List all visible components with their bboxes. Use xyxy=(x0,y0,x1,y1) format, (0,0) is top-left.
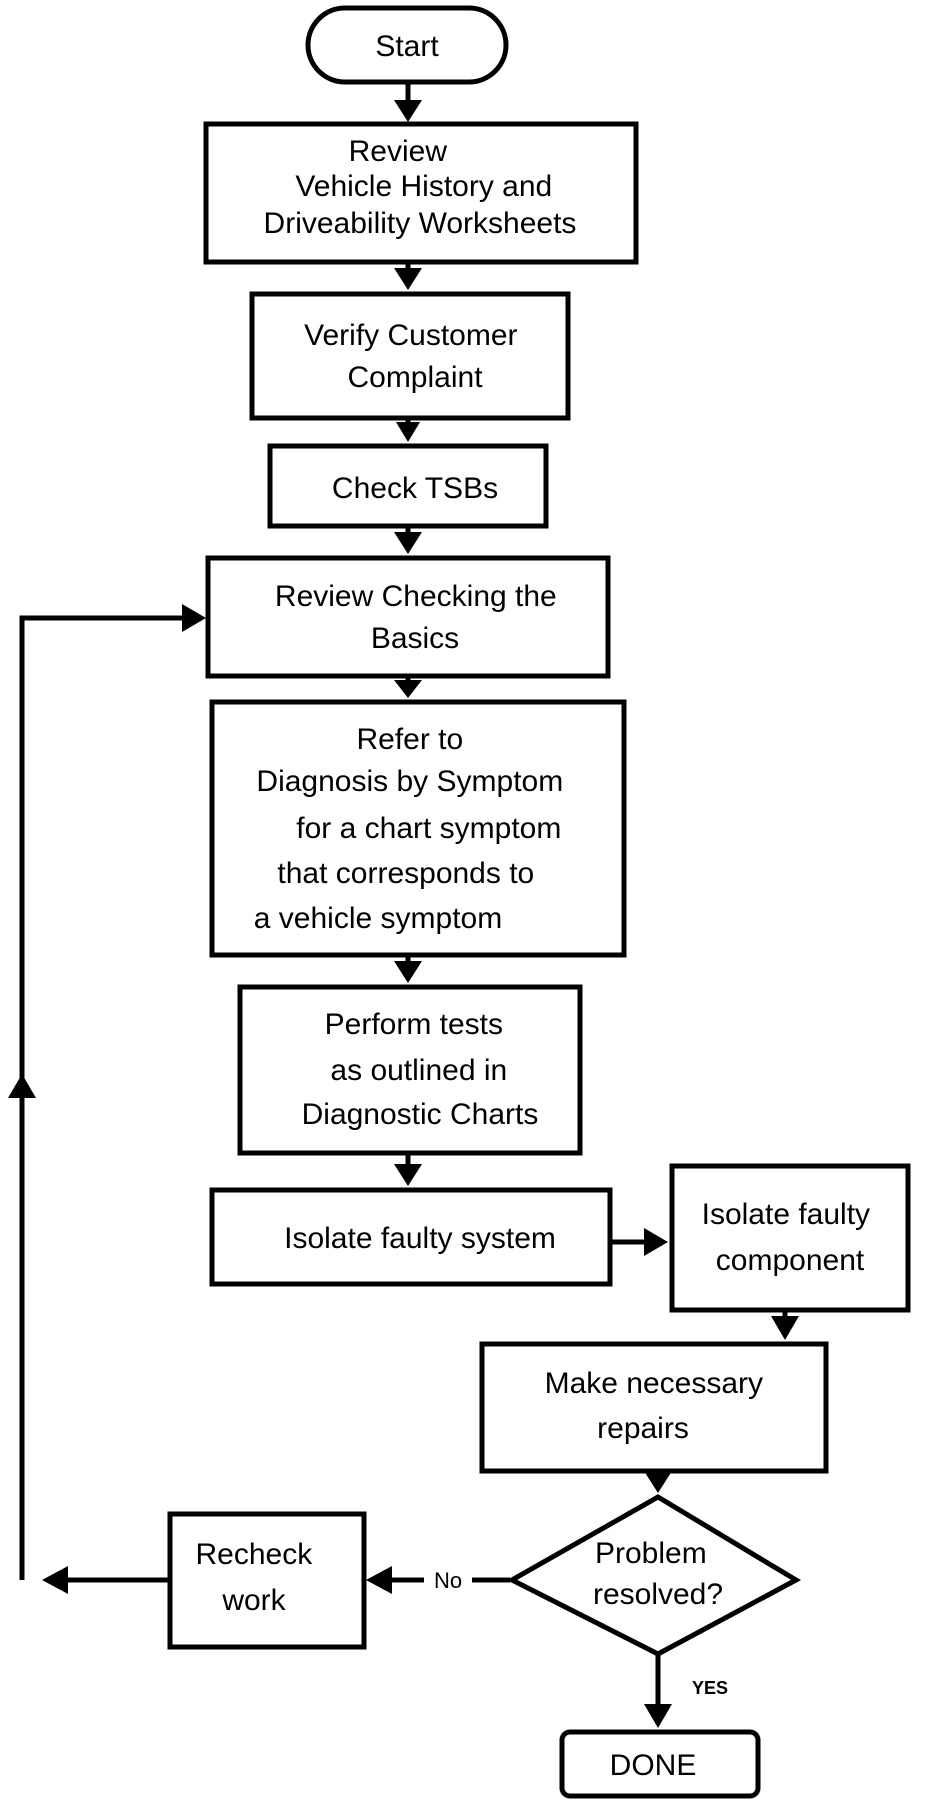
svg-text:Check TSBs: Check TSBs xyxy=(332,472,498,505)
node-text-line: Perform tests xyxy=(325,1008,503,1041)
node-text-line: component xyxy=(716,1244,865,1277)
process-box xyxy=(249,291,571,421)
node-recheck-work: Recheck work xyxy=(167,1511,367,1650)
node-text-line: Start xyxy=(375,30,439,63)
node-start: Start xyxy=(305,5,509,85)
arrowhead-down-icon xyxy=(644,1704,672,1728)
process-box xyxy=(267,443,549,529)
svg-text:Start: Start xyxy=(375,30,439,63)
arrowhead-right-icon xyxy=(182,604,206,632)
arrowhead-down-icon xyxy=(394,961,422,983)
node-text-line: Recheck xyxy=(195,1538,313,1571)
arrowheads xyxy=(8,100,799,1728)
node-text-line: Diagnosis by Symptom xyxy=(256,765,563,798)
arrowhead-left-icon xyxy=(366,1566,392,1594)
arrowhead-down-icon xyxy=(396,422,420,442)
node-verify-complaint: Verify Customer Complaint xyxy=(249,291,571,421)
svg-text:Make necessary repairs: Make necessary repairs xyxy=(545,1367,772,1445)
node-make-repairs: Make necessary repairs xyxy=(479,1341,829,1474)
node-text-line: Problem xyxy=(595,1537,707,1570)
arrowhead-down-icon xyxy=(771,1316,799,1340)
arrowhead-right-icon xyxy=(644,1228,668,1256)
arrowhead-down-icon xyxy=(394,1164,422,1186)
arrowhead-down-icon xyxy=(394,680,422,698)
node-text-line: Verify Customer xyxy=(304,319,517,352)
svg-text:Problem resolved?: Problem resolved? xyxy=(593,1537,723,1611)
node-text-line: as outlined in xyxy=(330,1054,507,1087)
node-text-line: DONE xyxy=(610,1749,697,1782)
node-text-line: Isolate faulty system xyxy=(284,1222,556,1255)
arrowhead-up-icon xyxy=(8,1074,36,1098)
node-text-line: Diagnostic Charts xyxy=(302,1098,539,1131)
svg-text:Isolate faulty system: Isolate faulty system xyxy=(284,1222,556,1255)
node-text-line: Basics xyxy=(371,622,459,655)
arrowhead-down-icon xyxy=(394,532,422,554)
process-box xyxy=(237,984,583,1156)
node-text-line: Refer to xyxy=(356,723,463,756)
node-review-basics: Review Checking the Basics xyxy=(205,555,611,679)
node-text-line: Check TSBs xyxy=(332,472,498,505)
svg-text:Verify Customer Complain: Verify Customer Complaint xyxy=(304,319,526,394)
edge-label-yes: YES xyxy=(692,1678,728,1698)
node-text-line: for a chart symptom xyxy=(296,812,561,845)
svg-text:DONE: DONE xyxy=(610,1749,697,1782)
node-text-line: Review Checking the xyxy=(275,580,557,613)
process-box xyxy=(479,1341,829,1474)
process-box xyxy=(209,1187,613,1287)
svg-text:Review Vehicle History a: Review Vehicle History and Driveability … xyxy=(264,135,577,240)
node-text-line: Review xyxy=(349,135,448,168)
arrowhead-down-icon xyxy=(394,100,422,122)
node-text-line: that corresponds to xyxy=(277,857,534,890)
node-text-line: resolved? xyxy=(593,1578,723,1611)
arrowhead-down-icon xyxy=(394,268,422,290)
svg-text:Perform tests as outline: Perform tests as outlined in Diagnostic … xyxy=(302,1008,539,1131)
arrowhead-left-icon xyxy=(42,1566,68,1594)
process-box xyxy=(669,1163,911,1313)
svg-text:Refer to Diagnosis by Sy: Refer to Diagnosis by Symptom for a char… xyxy=(254,723,572,935)
node-isolate-component: Isolate faulty component xyxy=(669,1163,911,1313)
node-text-line: Complaint xyxy=(347,361,483,394)
node-text-line: Vehicle History and xyxy=(295,170,552,203)
arrowhead-down-icon xyxy=(644,1471,672,1493)
process-box xyxy=(167,1511,367,1650)
node-perform-tests: Perform tests as outlined in Diagnostic … xyxy=(237,984,583,1156)
node-text-line: repairs xyxy=(597,1412,689,1445)
connector-loop-to-basics xyxy=(19,615,184,1085)
node-problem-resolved: Problem resolved? xyxy=(506,1494,802,1657)
node-check-tsbs: Check TSBs xyxy=(267,443,549,529)
node-done: DONE xyxy=(559,1729,761,1799)
process-box xyxy=(209,699,627,958)
terminator-shape xyxy=(559,1729,761,1799)
process-box xyxy=(203,121,639,265)
node-refer-diagnosis: Refer to Diagnosis by Symptom for a char… xyxy=(209,699,627,958)
edge-label-no: No xyxy=(434,1568,462,1593)
node-text-line: Make necessary xyxy=(545,1367,763,1400)
terminator-shape xyxy=(305,5,509,85)
node-review-history: Review Vehicle History and Driveability … xyxy=(203,121,639,265)
svg-text:Recheck work: Recheck work xyxy=(195,1538,320,1617)
node-isolate-system: Isolate faulty system xyxy=(209,1187,613,1287)
decision-diamond xyxy=(506,1494,802,1657)
svg-text:Isolate faulty component: Isolate faulty component xyxy=(702,1198,879,1277)
node-text-line: work xyxy=(221,1584,286,1617)
node-text-line: a vehicle symptom xyxy=(254,902,502,935)
process-box xyxy=(205,555,611,679)
svg-text:Review Checking the Basi: Review Checking the Basics xyxy=(275,580,565,655)
node-text-line: Driveability Worksheets xyxy=(264,207,577,240)
node-text-line: Isolate faulty xyxy=(702,1198,870,1231)
